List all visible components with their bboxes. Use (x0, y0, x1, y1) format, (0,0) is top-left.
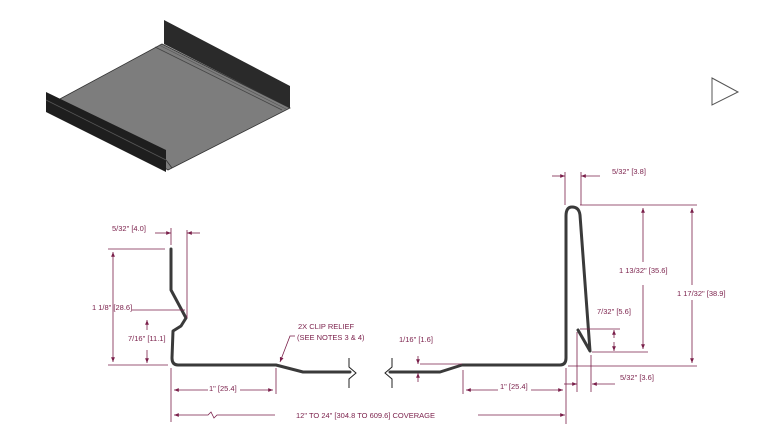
clip-relief-note: (SEE NOTES 3 & 4) (297, 333, 365, 342)
play-triangle-icon[interactable] (711, 77, 740, 106)
right-dimensions: 5/32" [3.8] 1 13/32" [35.6] 1 17/32" [38… (462, 167, 726, 424)
dim-left-flat-width: 1" [25.4] (209, 384, 237, 393)
panel-3d-view (45, 20, 291, 172)
dim-right-flat-width: 1" [25.4] (500, 382, 528, 391)
right-profile (384, 205, 592, 388)
coverage-label: 12" TO 24" [304.8 TO 609.6] COVERAGE (296, 411, 435, 420)
dim-right-total-height: 1 17/32" [38.9] (677, 289, 726, 298)
dim-left-kink-height: 7/16" [11.1] (128, 334, 166, 343)
coverage-dimension: 12" TO 24" [304.8 TO 609.6] COVERAGE (174, 411, 565, 420)
dim-right-top-width: 5/32" [3.8] (612, 167, 646, 176)
dim-left-leg-height: 1 1/8" [28.6] (92, 303, 132, 312)
dim-right-inner-height: 1 13/32" [35.6] (619, 266, 668, 275)
dim-hook-offset: 5/32" [3.6] (620, 373, 654, 382)
dim-left-top-offset: 5/32" [4.0] (112, 224, 146, 233)
clip-relief-label: 2X CLIP RELIEF (298, 322, 355, 331)
dim-hook-height: 7/32" [5.6] (597, 307, 631, 316)
dim-relief-depth: 1/16" [1.6] (399, 335, 433, 344)
left-dimensions: 5/32" [4.0] 1 1/8" [28.6] 7/16" [11.1] 1… (92, 224, 462, 422)
left-profile (169, 247, 357, 388)
